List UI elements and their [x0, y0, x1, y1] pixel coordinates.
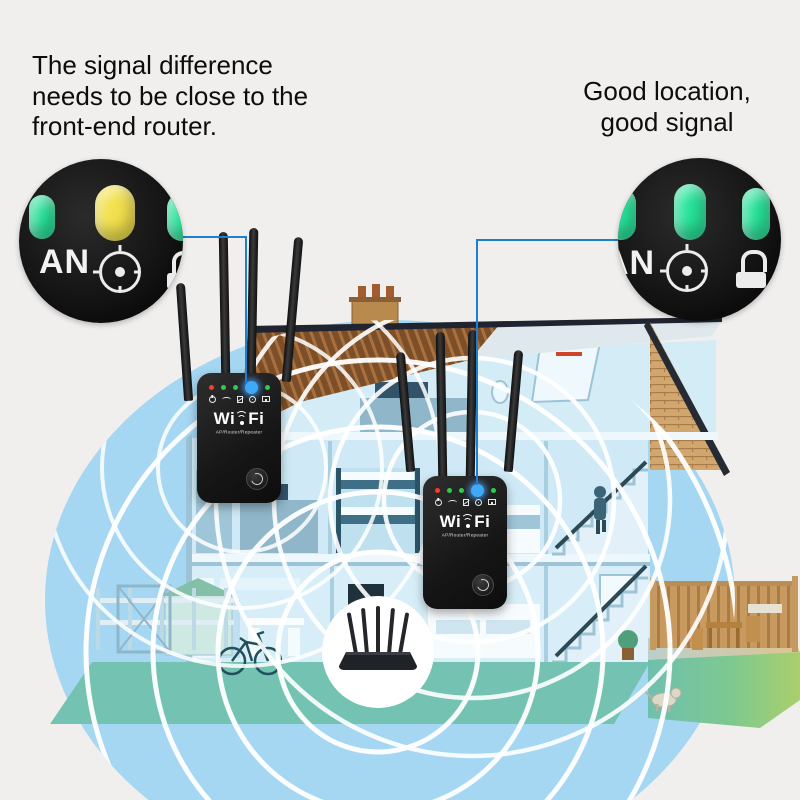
lan-icon	[261, 396, 270, 402]
wifi-icon	[447, 499, 457, 505]
antenna	[246, 227, 259, 379]
chimney	[351, 299, 399, 325]
antenna	[435, 331, 448, 481]
wifi-logo-right: Fi	[474, 512, 491, 531]
wifi-repeater-left: Wi Fi AP/Router/Repeater	[168, 227, 318, 508]
lan-led	[264, 384, 270, 390]
wifi-logo: Wi Fi	[423, 513, 507, 530]
led-closeup-left: AN	[19, 159, 183, 323]
wps-button	[472, 574, 494, 596]
lock-icon	[736, 250, 767, 288]
repeater-body: Wi Fi AP/Router/Repeater	[197, 373, 281, 503]
antenna	[281, 236, 304, 383]
wifi-router	[339, 606, 417, 670]
patio-table	[692, 604, 782, 650]
house-roof	[240, 284, 722, 432]
antenna	[395, 351, 416, 473]
right-led	[167, 193, 183, 241]
antenna	[503, 349, 524, 473]
repeater-mode-icon	[236, 395, 243, 403]
connector-line-right-horizontal	[477, 239, 619, 241]
middle-led	[674, 184, 706, 240]
signal-ring	[150, 424, 606, 800]
right-note: Good location, good signal	[583, 76, 751, 137]
led-row	[197, 380, 281, 394]
antenna	[218, 231, 231, 378]
wps-target-icon	[660, 244, 708, 292]
connector-line-left-vertical	[245, 236, 247, 384]
floor-slab-edge	[186, 562, 650, 566]
lock-icon	[167, 251, 183, 289]
left-led	[29, 195, 55, 239]
wps-button	[246, 468, 268, 490]
wifi-logo-left: Wi	[213, 409, 236, 428]
router-badge	[322, 596, 434, 708]
connector-line-left-horizontal	[183, 236, 247, 238]
panel-icon-row	[197, 395, 281, 403]
wan-label: AN	[39, 243, 91, 281]
power-led	[434, 487, 440, 493]
wifi-logo-left: Wi	[439, 512, 462, 531]
wps-target-icon	[93, 245, 141, 293]
antenna	[175, 282, 194, 402]
led-row	[423, 483, 507, 497]
wifi-repeater-right: Wi Fi AP/Router/Repeater	[395, 329, 547, 614]
wifi-dot-icon	[235, 411, 249, 426]
right-led	[742, 188, 770, 240]
backyard-fence	[650, 576, 798, 652]
model-sublabel: AP/Router/Repeater	[215, 430, 263, 435]
wifi-logo: Wi Fi	[197, 410, 281, 427]
signal-ring	[275, 549, 481, 755]
repeater-mode-icon	[462, 498, 469, 506]
repeater-led	[458, 487, 464, 493]
lan-icon	[487, 499, 496, 505]
signal-led	[244, 380, 258, 394]
power-icon	[434, 498, 442, 506]
wan-label: AN	[618, 244, 656, 282]
wifi-icon	[221, 396, 231, 402]
repeater-body: Wi Fi AP/Router/Repeater	[423, 476, 507, 609]
signal-led	[470, 483, 484, 497]
left-led	[618, 188, 636, 240]
left-note: The signal difference needs to be close …	[32, 50, 309, 142]
signal-ring	[83, 357, 673, 800]
lan-led	[490, 487, 496, 493]
wifi-logo-right: Fi	[248, 409, 265, 428]
power-led	[208, 384, 214, 390]
connector-line-right-vertical	[476, 239, 478, 485]
person-on-stairs	[594, 486, 606, 534]
repeater-led	[232, 384, 238, 390]
middle-led	[95, 185, 135, 241]
wifi-led	[220, 384, 226, 390]
wifi-dot-icon	[461, 514, 475, 529]
power-icon	[208, 395, 216, 403]
potted-plant	[618, 630, 638, 660]
signal-icon	[474, 498, 482, 506]
model-sublabel: AP/Router/Repeater	[441, 533, 489, 538]
wifi-led	[446, 487, 452, 493]
panel-icon-row	[423, 498, 507, 506]
led-closeup-right: AN	[618, 158, 781, 321]
signal-icon	[248, 395, 256, 403]
